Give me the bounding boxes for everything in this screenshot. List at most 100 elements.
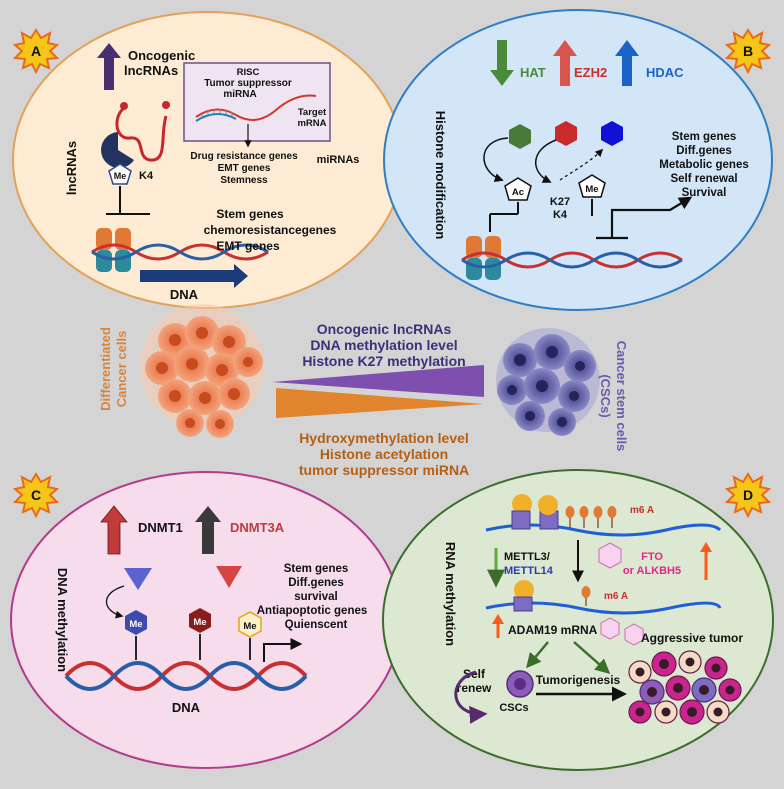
oncogenic-label-1: Oncogenic — [128, 48, 195, 63]
adam19-label: ADAM19 mRNA — [508, 623, 598, 637]
me-label-b: Me — [585, 184, 598, 195]
genes-c-4: Antiapoptotic genes — [257, 605, 368, 617]
outcome-3: Stemness — [220, 175, 268, 186]
aggressive-tumor-cluster — [628, 650, 742, 725]
k4-label-a: K4 — [139, 170, 154, 182]
dnmt-curve-arrow — [105, 585, 125, 619]
histone-a3 — [96, 250, 112, 272]
m6a-top-label: m6 A — [630, 505, 654, 516]
self-renew-curve-arrow — [454, 670, 488, 724]
k27-label: K27 — [550, 196, 570, 208]
target-label-2: mRNA — [297, 118, 326, 129]
dnmt3a-triangle — [216, 566, 242, 588]
ezh2-curve-arrow — [534, 139, 557, 183]
csc-label-2: (CSCs) — [598, 374, 613, 417]
center-top-1: Oncogenic lncRNAs — [317, 321, 452, 337]
eraser-label-1: FTO — [641, 551, 663, 563]
writers-label-2: METTL14 — [504, 565, 554, 577]
eraser-label-2: or ALKBH5 — [623, 565, 681, 577]
genes-b-5: Survival — [682, 187, 727, 199]
hat-label: HAT — [520, 65, 546, 80]
hdac-hexagon — [601, 121, 623, 146]
csc-nucleus — [514, 678, 526, 690]
base-pair-ticks — [201, 109, 233, 117]
risc-line-1: RISC — [237, 67, 260, 78]
hdac-up-arrow-icon — [615, 40, 639, 86]
center-bottom-3: tumor suppressor miRNA — [299, 462, 469, 478]
risc-box — [183, 62, 331, 142]
csc-label-d: CSCs — [499, 702, 528, 714]
panel-b: B HAT EZH2 HDAC Histone modification Ac … — [383, 9, 773, 311]
m6a-mark-mid — [581, 586, 591, 598]
differentiated-cell-cluster — [140, 304, 264, 438]
dna-strand-c2 — [64, 661, 308, 691]
genes-b-3: Metabolic genes — [659, 159, 748, 171]
badge-b: B — [743, 43, 753, 59]
writers-label-1: METTL3/ — [504, 551, 550, 563]
mirna-strand — [195, 113, 237, 122]
risc-line-3: miRNA — [223, 89, 256, 100]
diff-cells-label-1: Differentiated — [98, 327, 113, 411]
orange-wedge — [276, 388, 484, 418]
self-renew-2: renew — [457, 681, 492, 695]
panel-a: A Oncogenic lncRNAs lncRNAs RISC Tumor s… — [12, 11, 404, 309]
oncogenic-label-2: lncRNAs — [124, 63, 178, 78]
lncrna-end-3 — [162, 101, 170, 109]
me-hexagon-c2 — [189, 608, 211, 633]
panel-c: C DNMT1 DNMT3A DNA methylation Me Me Me … — [10, 471, 402, 769]
dnmt3a-label: DNMT3A — [230, 520, 285, 535]
panel-d: D RNA methylation m6 A METTL3/ METTL14 F… — [382, 469, 774, 771]
reader-circle-2 — [538, 495, 558, 515]
center-top-2: DNA methylation level — [310, 337, 457, 353]
dna-strand-b1 — [461, 251, 683, 269]
dna-label-a: DNA — [170, 287, 199, 302]
me-pentagon-b — [578, 174, 606, 198]
dnmt1-up-arrow-icon — [100, 505, 128, 555]
center-top-3: Histone K27 methylation — [302, 353, 465, 369]
badge-a: A — [31, 43, 41, 59]
hdac-dashed-arrow — [559, 148, 604, 181]
histone-b3 — [466, 258, 482, 280]
to-csc-arrow — [526, 641, 549, 669]
badge-a-starburst — [12, 28, 60, 75]
fto-hexagon-2 — [600, 617, 620, 640]
reader-circle-1 — [512, 494, 532, 514]
panel-b-ellipse — [383, 9, 773, 311]
aggressive-tumor-label: Aggressive tumor — [641, 631, 743, 645]
genes-b-4: Self renewal — [670, 173, 737, 185]
genes-a-3: EMT genes — [216, 239, 280, 253]
dnmt1-label: DNMT1 — [138, 520, 183, 535]
mirna-label: miRNAs — [317, 154, 360, 166]
genes-a-1: Stem genes — [216, 207, 284, 221]
dna-direction-arrow-icon — [140, 264, 248, 288]
ac-pentagon — [504, 177, 532, 201]
genes-c-3: survival — [294, 591, 337, 603]
m6a-marks-top — [565, 506, 617, 528]
panel-d-side-label: RNA methylation — [443, 542, 458, 646]
panel-d-ellipse — [382, 469, 774, 771]
genes-c-2: Diff.genes — [288, 577, 344, 589]
purple-wedge — [272, 365, 484, 397]
panel-a-side-label: lncRNAs — [64, 141, 79, 195]
diff-cells-label-2: Cancer cells — [114, 331, 129, 408]
to-tumor-arrow — [573, 641, 611, 674]
ac-label: Ac — [512, 187, 524, 198]
me-label-a: Me — [114, 171, 127, 181]
ezh2-up-arrow-icon — [553, 40, 577, 86]
gene-activation-arrow — [610, 196, 693, 238]
hat-curve-arrow — [483, 137, 509, 182]
adam19-up-arrow-head — [492, 614, 504, 624]
eraser-up-arrow-head — [700, 542, 712, 552]
genes-c-1: Stem genes — [284, 563, 349, 575]
dnmt1-triangle — [124, 568, 152, 590]
fto-hexagon-3 — [624, 623, 644, 646]
badge-d: D — [743, 487, 753, 503]
tumorigenesis-label: Tumorigenesis — [536, 673, 621, 687]
fto-hexagon — [598, 542, 622, 569]
outcome-1: Drug resistance genes — [190, 151, 298, 162]
dnmt3a-up-arrow-icon — [195, 506, 221, 554]
me-label-c2: Me — [193, 617, 206, 628]
me-label-c3: Me — [243, 621, 256, 632]
